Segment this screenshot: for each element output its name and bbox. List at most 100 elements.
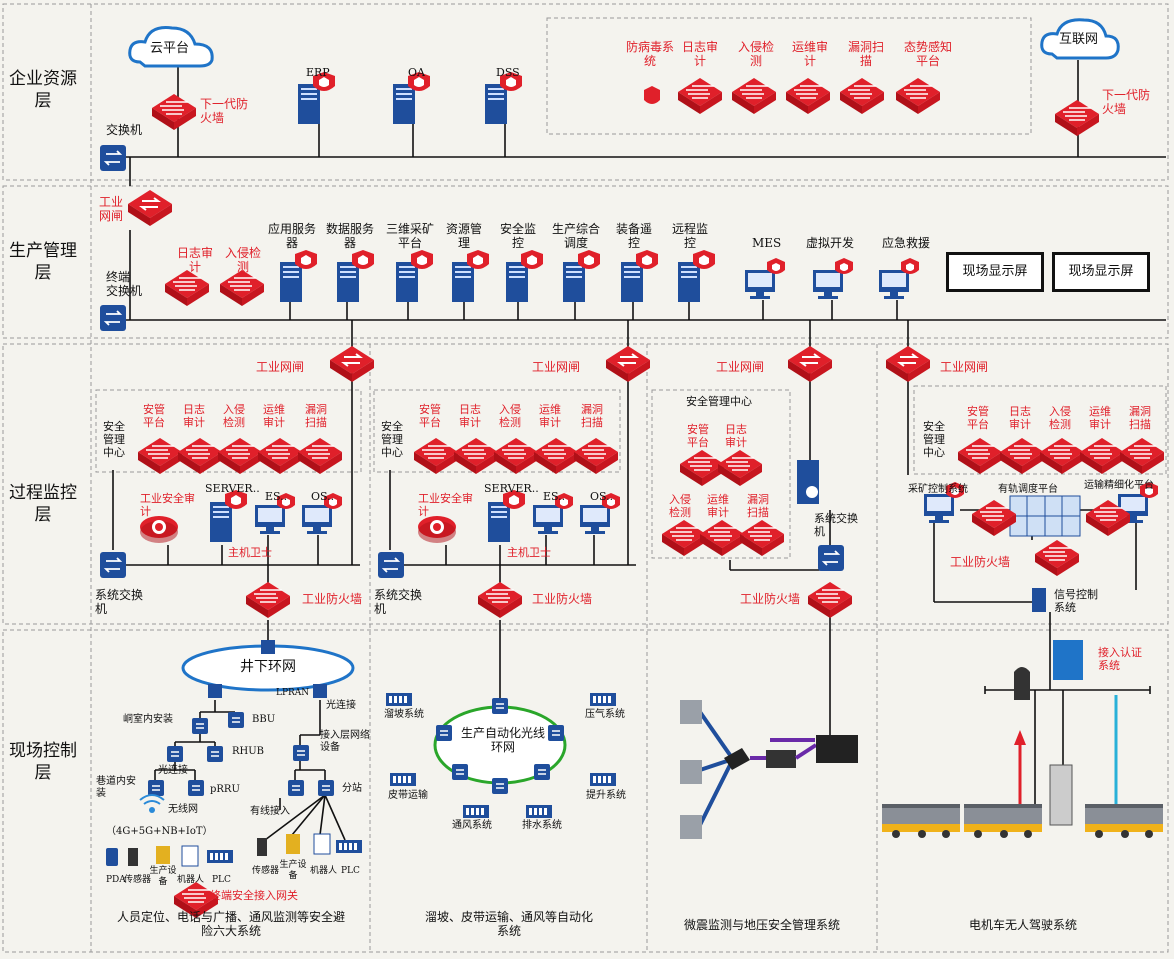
roadway-label: 巷道内安 装	[96, 776, 136, 799]
optical-label-2: 光连接	[326, 700, 356, 711]
smc4-item-1: 日志 审计	[1009, 405, 1031, 432]
layer-process: 过程监控 层	[9, 483, 77, 526]
wireless-standard-label: （4G+5G+NB+IoT）	[106, 826, 213, 837]
access-device-label: 接入层网络 设备	[320, 730, 370, 753]
substation-label: 分站	[342, 783, 362, 794]
host-guard-label-1: 主机卫士	[228, 546, 272, 559]
rail-dispatch-label: 有轨调度平台	[998, 484, 1058, 495]
sensor-label-1: 传感器	[124, 875, 152, 885]
erp-label: ERP	[306, 66, 330, 79]
smc-title-3: 安全管理中心	[686, 395, 752, 408]
robot-label-2: 机器人	[310, 866, 338, 876]
smc3-item-0: 安管 平台	[687, 423, 709, 450]
os-label-2: OS..	[590, 490, 614, 503]
internet-label: 互联网	[1059, 32, 1099, 47]
smc3-item-4: 漏洞 扫描	[747, 493, 769, 520]
bbu-label: BBU	[252, 714, 276, 725]
smc4-item-3: 运维 审计	[1089, 405, 1111, 432]
es-label-1: ES..	[265, 490, 288, 503]
smc1-item-0: 安管 平台	[143, 403, 165, 430]
plc-label-2: PLC	[341, 866, 360, 876]
sys-switch-label-3: 系统交换 机	[814, 512, 858, 539]
lpran-label: LPRAN	[276, 688, 310, 698]
server-label-2: 三维采矿 平台	[385, 222, 434, 251]
internet-cloud-icon	[1040, 18, 1120, 60]
sensor-label-2: 传感器	[252, 866, 280, 876]
server-label-1: 数据服务 器	[325, 222, 374, 251]
security-item-0: 防病毒系 统	[625, 40, 674, 69]
display-screen-2: 现场显示屏	[1052, 252, 1150, 292]
access-auth-label: 接入认证 系统	[1098, 646, 1142, 673]
rhub-label: RHUB	[232, 746, 265, 757]
emergency-label: 应急救援	[882, 236, 931, 250]
server-label-0: 应用服务 器	[267, 222, 316, 251]
firewall-label-1: 工业防火墙	[302, 592, 363, 606]
equipment-label-1: 生产设 备	[149, 866, 177, 887]
smc4-item-2: 入侵 检测	[1049, 405, 1071, 432]
server-name-1: SERVER..	[205, 482, 260, 495]
smc3-item-2: 入侵 检测	[669, 493, 691, 520]
firewall-label-2: 工业防火墙	[532, 592, 593, 606]
host-guard-label-2: 主机卫士	[507, 546, 551, 559]
smc4-item-0: 安管 平台	[967, 405, 989, 432]
caption-locomotive: 电机车无人驾驶系统	[968, 918, 1077, 932]
smc3-item-1: 日志 审计	[725, 423, 747, 450]
caption-automation: 溜坡、皮带运输、通风等自动化 系统	[424, 910, 593, 939]
equipment-label-2: 生产设 备	[279, 860, 307, 881]
ventilation-system-label: 通风系统	[452, 820, 492, 831]
smc-label-2: 安全 管理 中心	[381, 420, 403, 460]
es-label-2: ES..	[543, 490, 566, 503]
layer-production: 生产管理 层	[9, 241, 77, 284]
drainage-system-label: 排水系统	[522, 820, 562, 831]
oa-label: OA	[408, 66, 425, 79]
chamber-label: 峒室内安装	[123, 714, 173, 725]
production-gateway-label: 工业 网闸	[99, 195, 124, 224]
smc1-item-3: 运维 审计	[263, 403, 285, 430]
industrial-audit-label-1: 工业安全审 计	[140, 492, 195, 519]
display-screen-1: 现场显示屏	[946, 252, 1044, 292]
caption-safety: 人员定位、电话与广播、通风监测等安全避 险六大系统	[116, 910, 345, 939]
ngfw-left-label: 下一代防 火墙	[200, 97, 249, 126]
pda-label: PDA	[106, 875, 126, 885]
compressor-system-label: 压气系统	[585, 709, 625, 720]
security-item-5: 态势感知 平台	[903, 40, 952, 69]
log-audit-label: 日志审 计	[176, 246, 213, 275]
firewall-label-4: 工业防火墙	[950, 555, 1011, 569]
intrusion-label: 入侵检 测	[224, 246, 261, 275]
server-label-7: 远程监 控	[671, 222, 708, 251]
smc2-item-1: 日志 审计	[459, 403, 481, 430]
signal-control-label: 信号控制 系统	[1054, 588, 1098, 615]
server-name-2: SERVER..	[484, 482, 539, 495]
security-item-3: 运维审 计	[791, 40, 828, 69]
security-item-2: 入侵检 测	[737, 40, 774, 69]
smc2-item-4: 漏洞 扫描	[581, 403, 603, 430]
security-item-4: 漏洞扫 描	[847, 40, 884, 69]
mes-label: MES	[752, 236, 782, 250]
firewall-label-3: 工业防火墙	[740, 592, 801, 606]
optical-label-1: 光连接	[158, 765, 188, 776]
terminal-gateway-label: 终端安全接入网关	[210, 889, 298, 902]
cloud-icon	[128, 26, 214, 68]
smc-label-1: 安全 管理 中心	[103, 420, 125, 460]
smc2-item-2: 入侵 检测	[499, 403, 521, 430]
automation-ring-label: 生产自动化光线 环网	[460, 726, 545, 755]
os-label-1: OS..	[311, 490, 335, 503]
smc1-item-1: 日志 审计	[183, 403, 205, 430]
smc-label-4: 安全 管理 中心	[923, 420, 945, 460]
server-label-5: 生产综合 调度	[551, 222, 600, 251]
wireless-label: 无线网	[168, 804, 198, 815]
smc1-item-4: 漏洞 扫描	[305, 403, 327, 430]
smc2-item-3: 运维 审计	[539, 403, 561, 430]
layer-enterprise: 企业资源 层	[9, 69, 77, 112]
gateway-label-3: 工业网闸	[716, 360, 765, 374]
prru-label: pRRU	[210, 784, 240, 795]
sys-switch-label-1: 系统交换 机	[95, 588, 144, 617]
mining-control-label: 采矿控制系统	[908, 484, 968, 495]
gateway-label-1: 工业网闸	[256, 360, 305, 374]
caption-microseismic: 微震监测与地压安全管理系统	[683, 918, 840, 932]
underground-ring-label: 井下环网	[240, 659, 296, 675]
robot-label-1: 机器人	[177, 875, 205, 885]
switch-label: 交换机	[106, 123, 143, 137]
smc4-item-4: 漏洞 扫描	[1129, 405, 1151, 432]
